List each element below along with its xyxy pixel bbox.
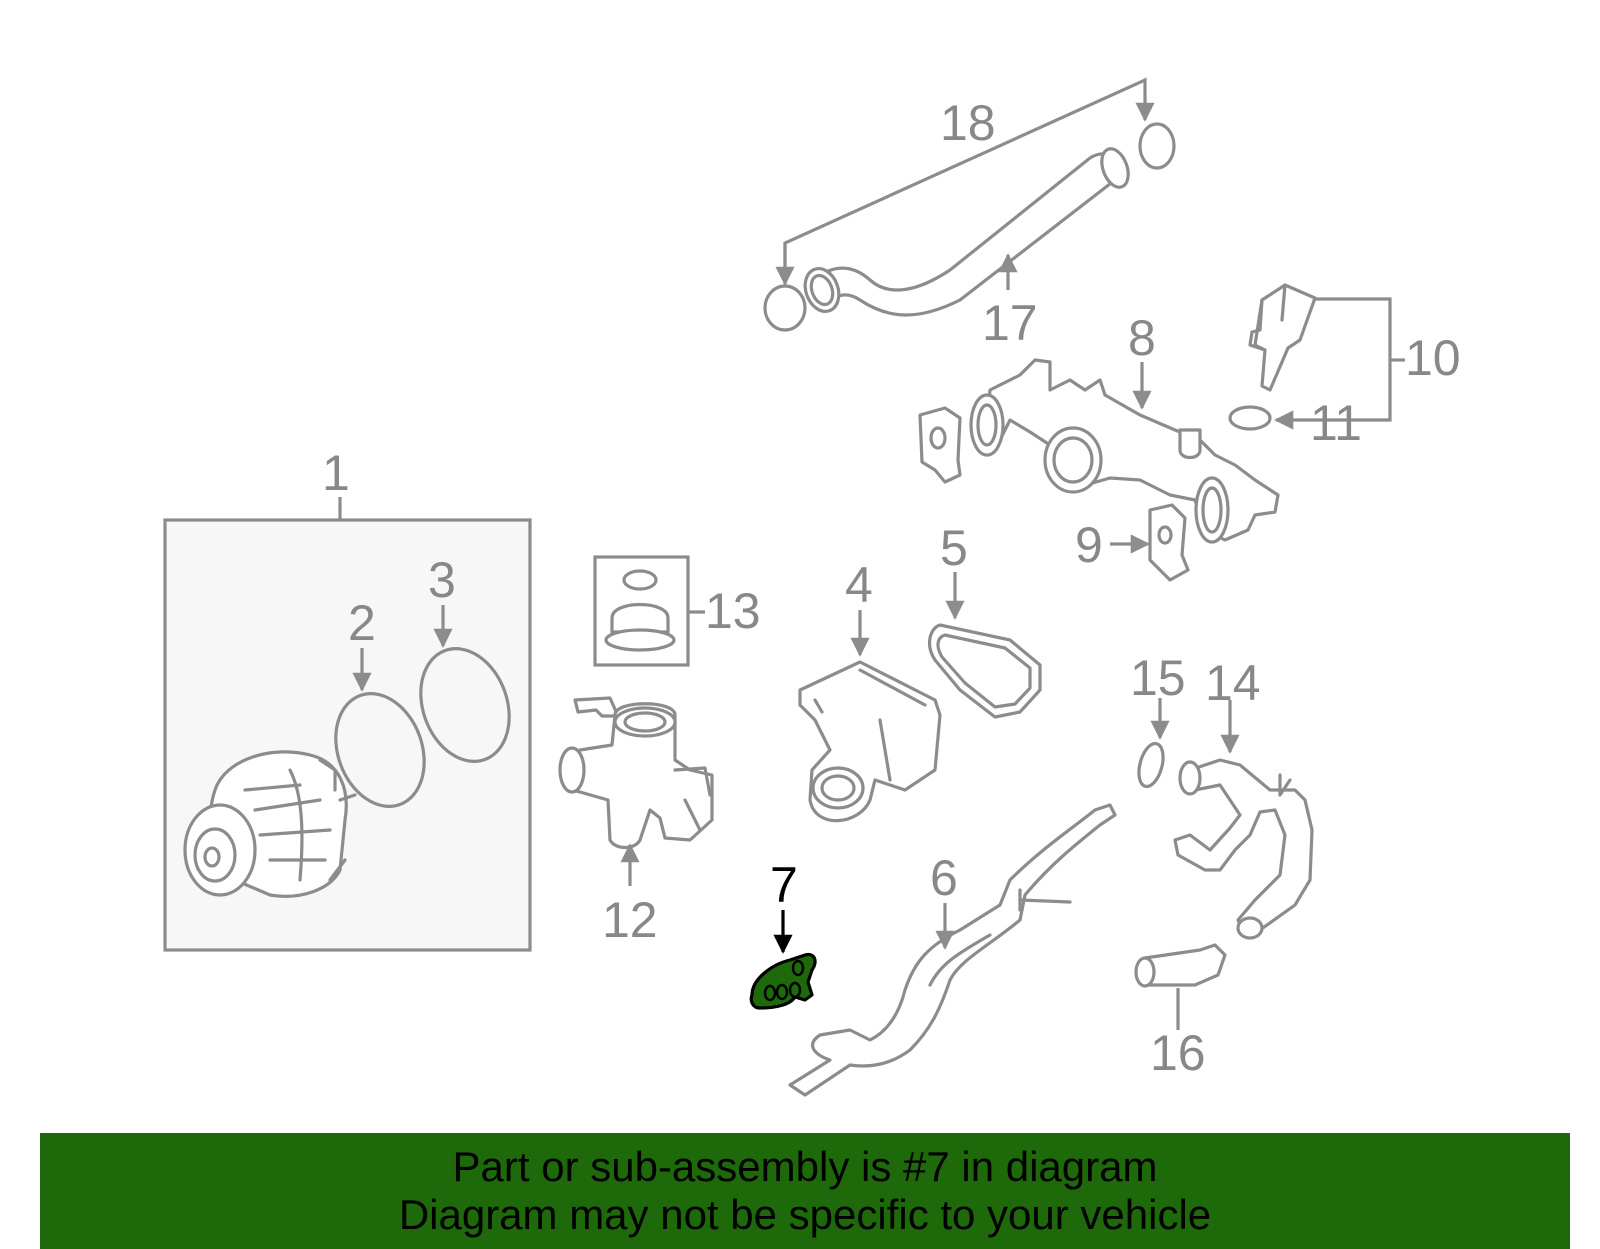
o-ring-18b (1138, 122, 1176, 170)
tube-6: 6 (788, 803, 1117, 1097)
housing-12: 12 (558, 696, 714, 948)
callout-14: 14 (1205, 655, 1261, 711)
gasket-7-highlight: 7 (749, 857, 817, 1010)
callout-12: 12 (602, 892, 658, 948)
callout-2: 2 (348, 595, 376, 651)
gasket-5: 5 (927, 520, 1042, 719)
info-banner: Part or sub-assembly is #7 in diagram Di… (40, 1133, 1570, 1249)
callout-11: 11 (1310, 395, 1362, 451)
o-ring-18a (763, 284, 807, 332)
gasket-2 (334, 692, 426, 808)
callout-7: 7 (770, 857, 798, 913)
o-ring-11 (1228, 405, 1272, 431)
callout-5: 5 (940, 520, 968, 576)
sensor-10-group: 10 11 (1228, 283, 1461, 451)
flange-8-group: 8 9 (918, 310, 1280, 582)
pipe-17-group: 18 17 (763, 77, 1176, 351)
banner-line-1: Part or sub-assembly is #7 in diagram (452, 1143, 1158, 1190)
banner-line-2: Diagram may not be specific to your vehi… (398, 1191, 1212, 1238)
callout-3: 3 (428, 552, 456, 608)
callout-16: 16 (1150, 1025, 1206, 1081)
o-ring-3 (419, 647, 511, 763)
callout-6: 6 (930, 850, 958, 906)
pipe-14-group: 15 14 16 (1130, 650, 1314, 1081)
o-ring-15 (1137, 741, 1165, 789)
hose-16 (1143, 943, 1227, 987)
callout-17: 17 (982, 295, 1038, 351)
callout-13: 13 (705, 583, 761, 639)
water-pump-group: 1 2 3 (163, 445, 532, 952)
cap-group: 13 (593, 555, 761, 667)
callout-4: 4 (845, 557, 873, 613)
callout-1: 1 (322, 445, 350, 501)
callout-8: 8 (1128, 310, 1156, 366)
callout-15: 15 (1130, 650, 1186, 706)
cover-4: 4 (798, 557, 942, 823)
callout-9: 9 (1075, 517, 1103, 573)
callout-18: 18 (940, 95, 996, 151)
water-pump (183, 750, 357, 898)
gasket-9 (1148, 503, 1190, 582)
callout-10: 10 (1405, 330, 1461, 386)
